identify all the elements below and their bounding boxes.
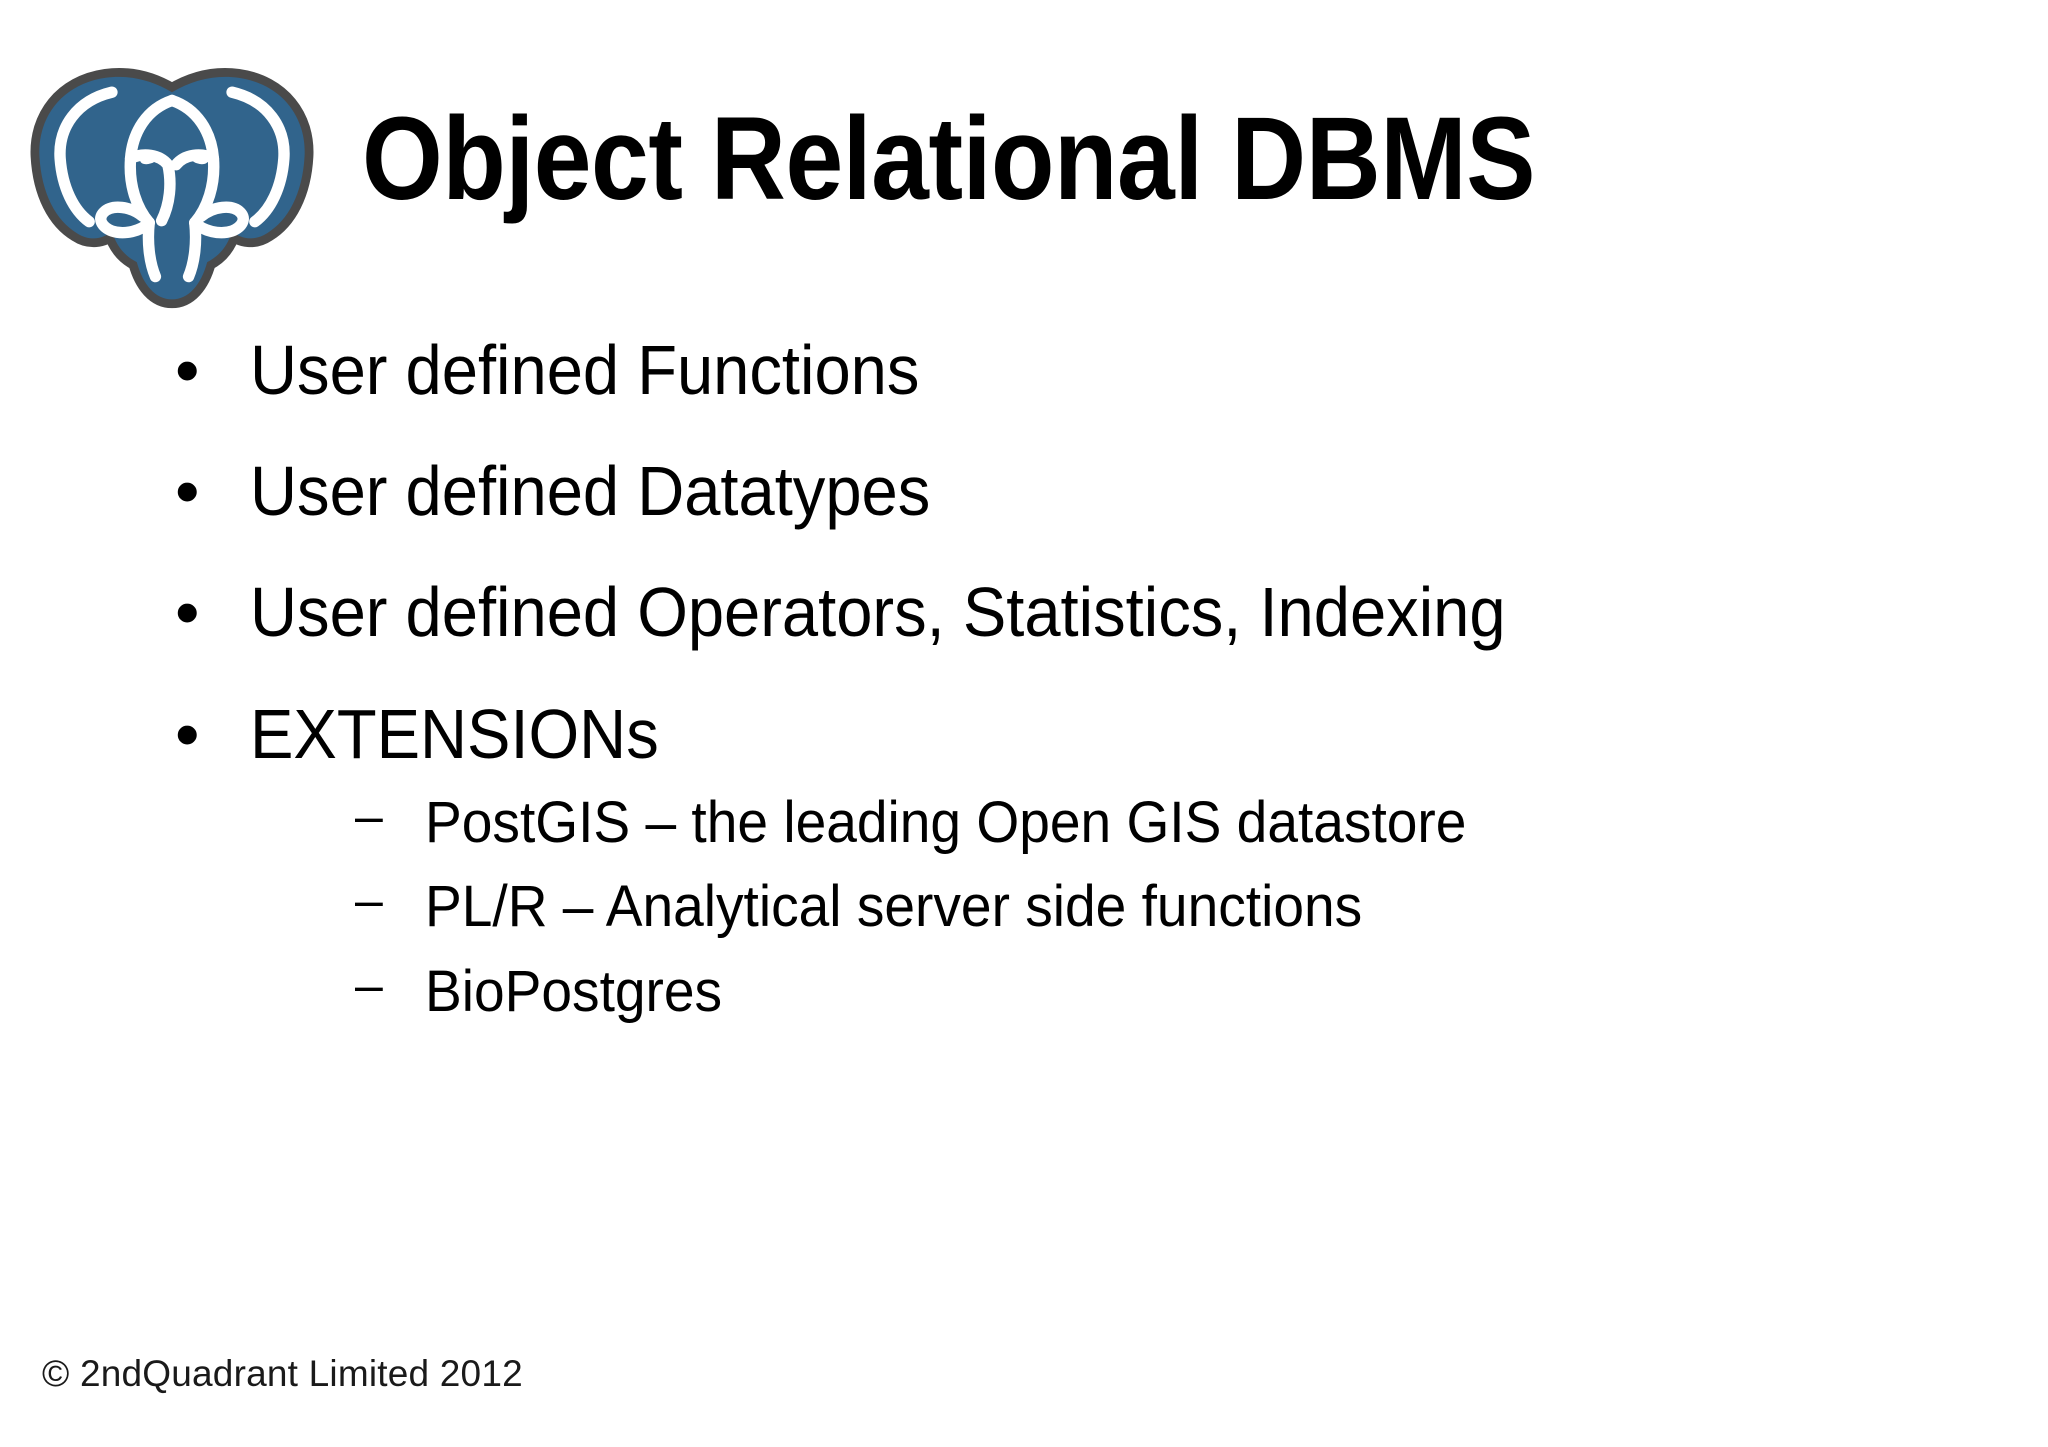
sub-list-item: – BioPostgres [355,956,2048,1026]
postgresql-elephant-logo [16,28,328,318]
slide-body: • User defined Functions • User defined … [0,330,2048,1066]
sub-bullet-text: BioPostgres [425,958,723,1024]
list-item: • User defined Functions [0,330,2048,411]
bullet-text: User defined Datatypes [250,452,931,531]
sub-list-item: – PL/R – Analytical server side function… [355,872,2048,941]
bullet-text: EXTENSIONs [250,694,659,773]
list-item: • EXTENSIONs – PostGIS – the leading Ope… [0,694,2048,1027]
bullet-marker-icon: • [175,452,200,531]
list-item: • User defined Datatypes [0,451,2048,532]
sub-list-item: – PostGIS – the leading Open GIS datasto… [355,787,2048,857]
bullet-list: • User defined Functions • User defined … [0,330,2048,1026]
bullet-marker-icon: • [175,331,200,409]
sub-bullet-text: PL/R – Analytical server side functions [425,874,1363,940]
bullet-text: User defined Functions [250,331,920,409]
sub-bullet-marker-icon: – [355,872,383,929]
sub-bullet-marker-icon: – [355,787,383,844]
sub-bullet-marker-icon: – [355,956,383,1013]
sub-bullet-text: PostGIS – the leading Open GIS datastore [425,789,1467,855]
list-item: • User defined Operators, Statistics, In… [0,572,2048,653]
sub-bullet-list: – PostGIS – the leading Open GIS datasto… [355,787,2048,1026]
bullet-marker-icon: • [175,694,200,773]
bullet-marker-icon: • [175,573,200,652]
sub-bullet-wrapper: – PostGIS – the leading Open GIS datasto… [250,787,2048,1026]
slide-header: Object Relational DBMS [0,0,2048,309]
bullet-text: User defined Operators, Statistics, Inde… [250,573,1506,652]
page-title: Object Relational DBMS [362,93,1536,225]
copyright-footer: © 2ndQuadrant Limited 2012 [42,1353,523,1394]
